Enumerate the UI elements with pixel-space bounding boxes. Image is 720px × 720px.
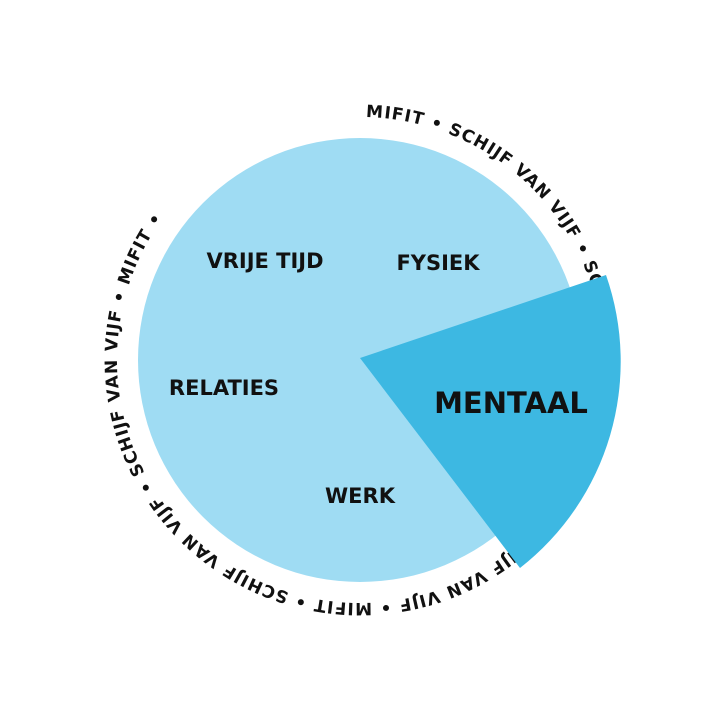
segment-label-vrije-tijd: VRIJE TIJD <box>206 249 323 273</box>
segment-label-relaties: RELATIES <box>169 376 279 400</box>
segment-label-mentaal: MENTAAL <box>434 386 588 420</box>
segment-mentaal-wedge[interactable] <box>360 275 621 568</box>
segment-label-fysiek: FYSIEK <box>396 251 480 275</box>
segment-label-werk: WERK <box>325 484 396 508</box>
